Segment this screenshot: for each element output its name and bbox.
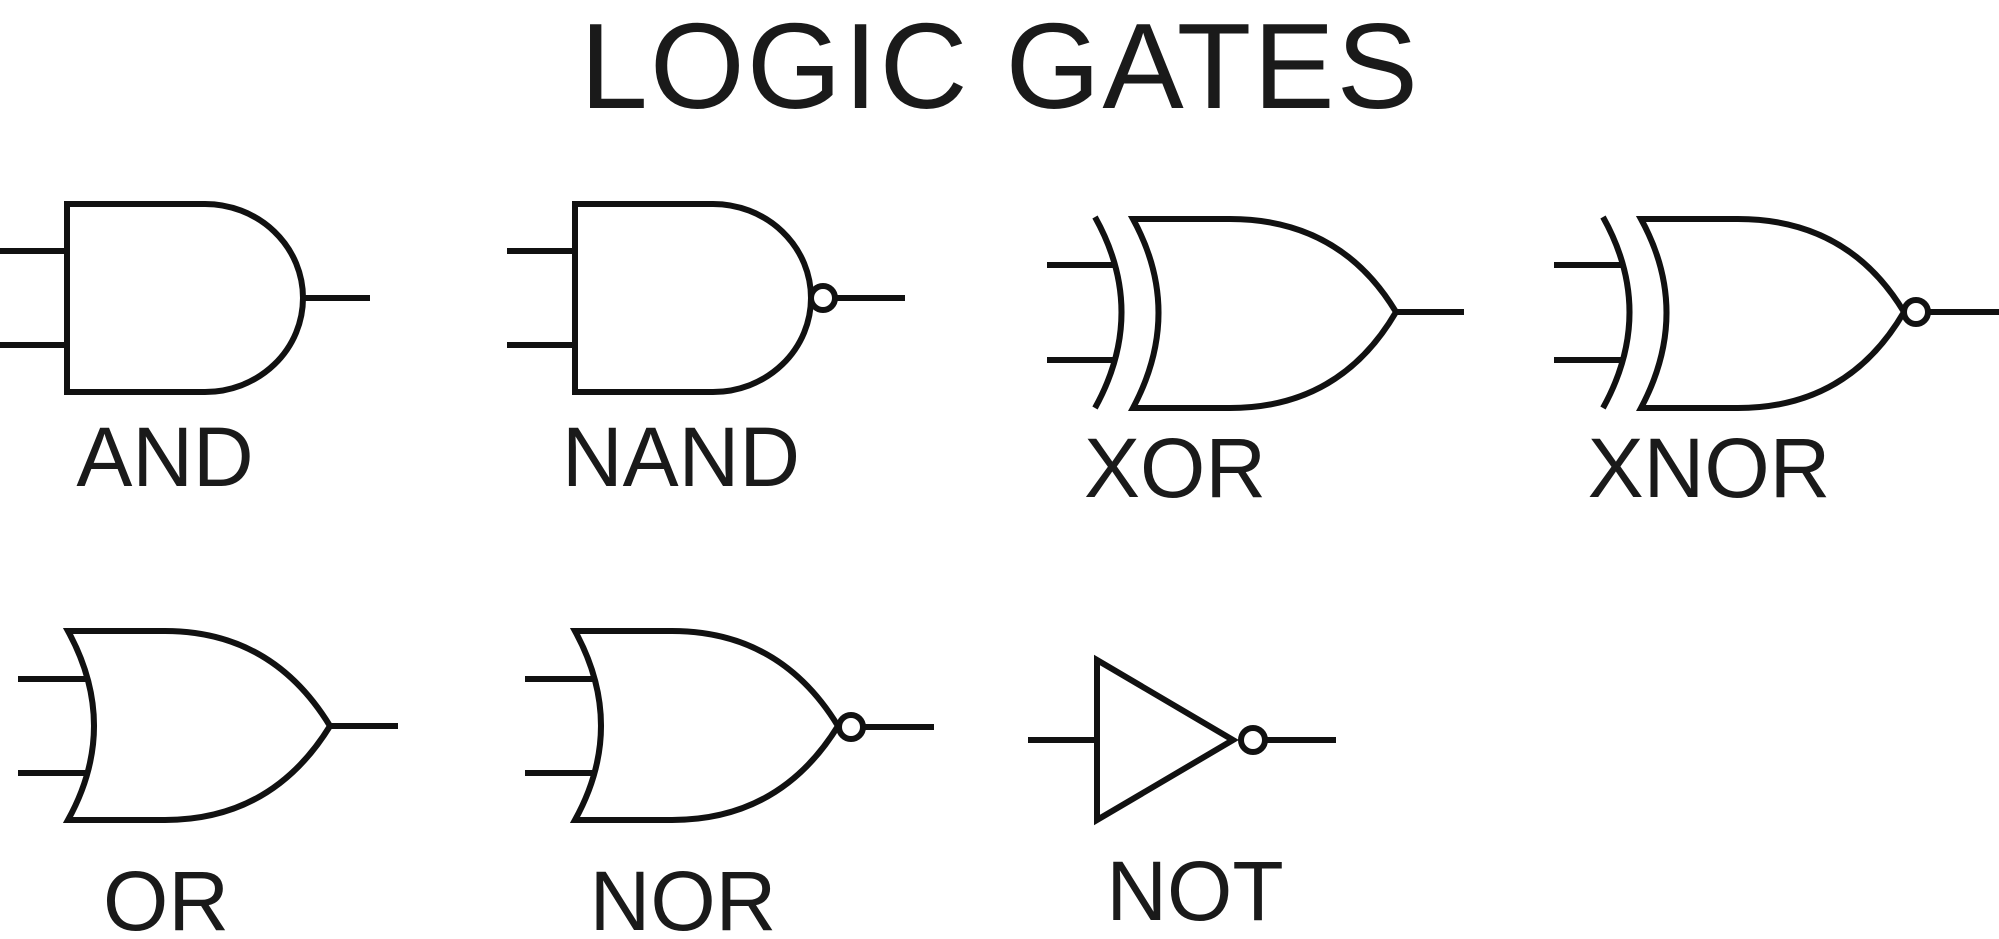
xnor-gate — [1554, 215, 1999, 411]
or-gate — [18, 628, 398, 823]
xnor-label: XNOR — [1588, 421, 1831, 515]
xor-label: XOR — [1084, 421, 1266, 515]
nor-inversion-bubble — [836, 712, 866, 742]
not-inversion-bubble — [1238, 725, 1268, 755]
or-gate-body — [62, 628, 334, 823]
diagram-title: LOGIC GATES — [580, 0, 1420, 134]
nor-label: NOR — [590, 854, 777, 934]
nor-gate-body — [569, 628, 842, 823]
nand-gate-body — [572, 201, 814, 395]
xor-extra-curve — [1092, 215, 1125, 410]
xnor-extra-curve — [1600, 215, 1633, 410]
nand-gate — [507, 201, 905, 395]
and-gate-body — [64, 201, 306, 395]
or-label: OR — [103, 854, 229, 934]
xor-gate — [1047, 215, 1464, 411]
not-gate-body — [1094, 654, 1239, 826]
nand-inversion-bubble — [808, 283, 838, 313]
and-gate — [0, 201, 370, 395]
xnor-gate-body — [1635, 216, 1908, 411]
not-gate — [1028, 654, 1336, 826]
not-label: NOT — [1106, 844, 1283, 934]
xnor-inversion-bubble — [1901, 297, 1931, 327]
xor-gate-body — [1127, 216, 1400, 411]
nor-gate — [525, 628, 934, 823]
and-label: AND — [76, 410, 253, 504]
nand-label: NAND — [562, 410, 800, 504]
